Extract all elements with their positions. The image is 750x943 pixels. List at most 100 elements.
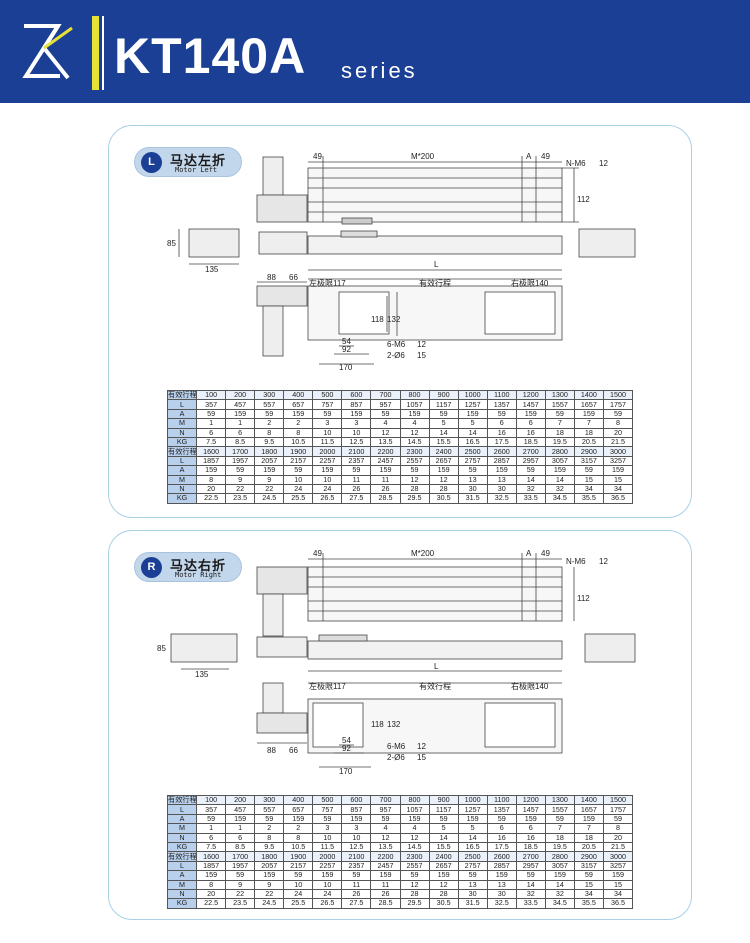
- table-cell: 26: [370, 483, 401, 495]
- dimension-label: 85: [167, 239, 176, 248]
- table-cell: 1257: [457, 804, 488, 815]
- table-cell: 20.5: [573, 436, 604, 448]
- table-cell: 17.5: [486, 841, 517, 853]
- table-cell: 11: [370, 474, 401, 485]
- table-cell: 700: [370, 794, 401, 806]
- table-cell: KG: [166, 493, 198, 504]
- table-cell: 59: [370, 408, 401, 420]
- table-cell: 657: [283, 804, 314, 815]
- dimension-label: A: [526, 152, 532, 161]
- table-cell: 1900: [283, 851, 314, 862]
- table-cell: 159: [196, 870, 227, 881]
- dimension-label: 6-M6: [387, 340, 406, 349]
- dimension-label: 有效行程: [419, 278, 451, 288]
- table-cell: 1057: [399, 804, 430, 815]
- dimension-label: 12: [599, 557, 608, 566]
- table-cell: 59: [602, 408, 634, 420]
- table-cell: 6: [225, 832, 256, 843]
- motor-side: [256, 636, 308, 658]
- table-cell: 13: [486, 879, 517, 890]
- table-cell: M: [166, 474, 198, 485]
- table-cell: 159: [399, 408, 430, 420]
- table-cell: 8: [283, 427, 314, 438]
- table-cell: 14: [457, 427, 488, 438]
- table-cell: 17.5: [486, 436, 517, 448]
- badge-letter: L: [141, 152, 162, 173]
- badge-letter: R: [141, 557, 162, 578]
- table-cell: 有效行程: [166, 389, 198, 401]
- table-cell: 1300: [544, 389, 575, 401]
- dimension-label: 118: [371, 720, 384, 729]
- table-cell: 2957: [515, 455, 546, 467]
- table-cell: 34: [602, 888, 634, 900]
- table-cell: 26: [370, 888, 401, 900]
- table-cell: 24: [283, 483, 314, 495]
- table-cell: 159: [515, 408, 546, 420]
- table-cell: 28: [428, 483, 459, 495]
- table-cell: 400: [283, 389, 314, 401]
- table-cell: 26: [341, 888, 372, 900]
- motor-block: [262, 593, 284, 637]
- section-badge: R 马达右折 Motor Right: [134, 552, 242, 582]
- table-cell: 2700: [515, 851, 546, 862]
- table-cell: 32.5: [486, 898, 517, 909]
- table-cell: 32: [544, 483, 575, 495]
- motor-left-panel: L 马达左折 Motor Left: [108, 125, 692, 518]
- table-cell: 9: [225, 879, 256, 890]
- table-cell: 1800: [254, 851, 285, 862]
- table-cell: 59: [196, 813, 227, 825]
- table-cell: 20: [602, 832, 634, 843]
- dimension-label: 12: [417, 340, 426, 349]
- table-cell: 16.5: [457, 436, 488, 448]
- table-cell: 14: [457, 832, 488, 843]
- table-cell: 16: [486, 427, 517, 438]
- table-cell: 1557: [544, 804, 575, 815]
- table-cell: 9: [254, 474, 285, 485]
- dimension-label: 2-Ø6: [387, 753, 405, 762]
- table-cell: L: [166, 804, 198, 815]
- table-cell: 159: [341, 408, 372, 420]
- table-cell: 18: [573, 427, 604, 438]
- table-cell: 59: [428, 408, 459, 420]
- dimension-label: 88: [267, 273, 276, 282]
- table-cell: 14: [428, 427, 459, 438]
- table-cell: 34: [573, 483, 604, 495]
- table-cell: 757: [312, 804, 343, 815]
- table-cell: 3000: [602, 851, 634, 862]
- table-cell: 13: [457, 879, 488, 890]
- header-banner: KT140A series: [0, 0, 750, 103]
- dimension-label: N-M6: [566, 159, 586, 168]
- table-cell: 757: [312, 399, 343, 410]
- table-cell: 59: [225, 870, 256, 881]
- table-cell: 59: [254, 408, 285, 420]
- table-cell: 14: [544, 879, 575, 890]
- dimension-label: 66: [289, 273, 298, 282]
- table-cell: 159: [544, 870, 575, 881]
- table-cell: 12.5: [341, 436, 372, 448]
- table-cell: 5: [457, 418, 488, 429]
- table-cell: 28.5: [370, 493, 401, 504]
- table-cell: 16: [515, 832, 546, 843]
- table-cell: 2957: [515, 860, 546, 872]
- table-cell: 2857: [486, 455, 517, 467]
- table-cell: 33.5: [515, 493, 546, 504]
- rail-side-view: [307, 640, 563, 660]
- table-cell: 600: [341, 794, 372, 806]
- table-cell: 2100: [341, 851, 372, 862]
- table-cell: 10: [341, 832, 372, 843]
- table-cell: L: [166, 399, 198, 410]
- table-cell: 159: [573, 408, 604, 420]
- table-cell: 18.5: [515, 436, 546, 448]
- table-cell: 11: [341, 879, 372, 890]
- table-cell: 1300: [544, 794, 575, 806]
- table-cell: 59: [457, 465, 488, 476]
- table-cell: 1800: [254, 446, 285, 457]
- table-cell: 25.5: [283, 493, 314, 504]
- table-cell: 22: [254, 483, 285, 495]
- table-cell: 15.5: [428, 436, 459, 448]
- table-cell: 28.5: [370, 898, 401, 909]
